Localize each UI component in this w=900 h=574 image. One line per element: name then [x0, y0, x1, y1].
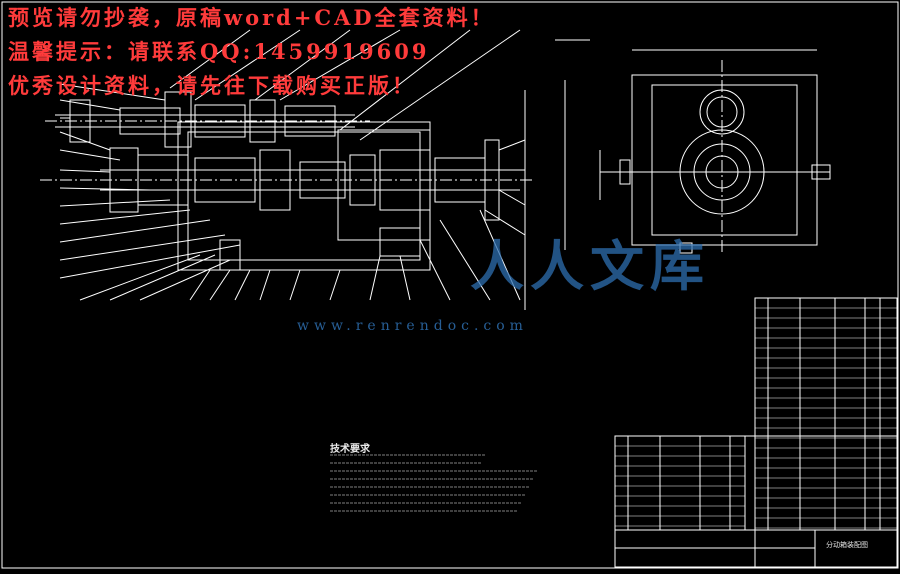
brand-site: www.renrendoc.com: [297, 318, 528, 334]
drawing-name: 分动箱装配图: [826, 541, 868, 549]
table-rows: [330, 307, 897, 529]
title-block: [614, 435, 898, 568]
main-section-view: [40, 29, 590, 310]
watermark-line-2: 温馨提示：请联系QQ:1459919609: [8, 39, 430, 64]
side-view: [599, 49, 831, 255]
brand-logo-text: 人人文库: [470, 234, 710, 298]
parts-list-upper: [754, 297, 898, 531]
watermark-line-1: 预览请勿抄袭，原稿word+CAD全套资料！: [8, 5, 495, 30]
watermark-line-3: 优秀设计资料，请先往下载购买正版！: [8, 73, 416, 98]
technical-notes-title: 技术要求: [330, 444, 370, 455]
